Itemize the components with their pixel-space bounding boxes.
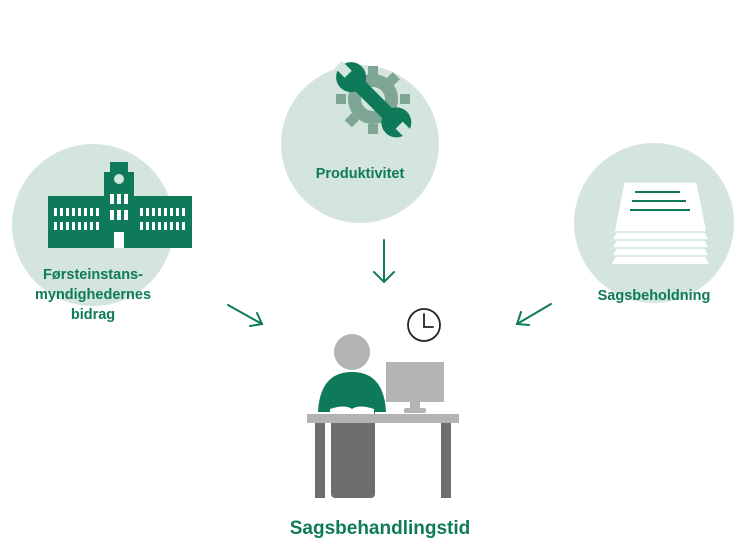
productivity-circle [281, 65, 439, 223]
arrow-left-down-icon [515, 303, 552, 326]
productivity-label: Produktivitet [315, 166, 405, 182]
document-stack-icon [610, 181, 711, 264]
center-label: Sagsbehandlingstid [289, 518, 471, 539]
arrow-down-icon [373, 239, 395, 284]
caseload-label: Sagsbeholdning [597, 288, 711, 304]
arrow-right-down-icon [227, 304, 264, 327]
clock-icon [407, 308, 441, 342]
first-instance-label-line-2: myndighedernes [34, 287, 152, 303]
first-instance-label-line-3: bidrag [70, 307, 116, 323]
building-icon [48, 162, 192, 248]
first-instance-label-line-1: Førsteinstans- [43, 267, 143, 283]
person-at-desk-icon [307, 334, 459, 498]
wrench-gear-icon [334, 60, 413, 139]
first-instance-label: Førsteinstans- myndighedernes bidrag [28, 265, 158, 325]
